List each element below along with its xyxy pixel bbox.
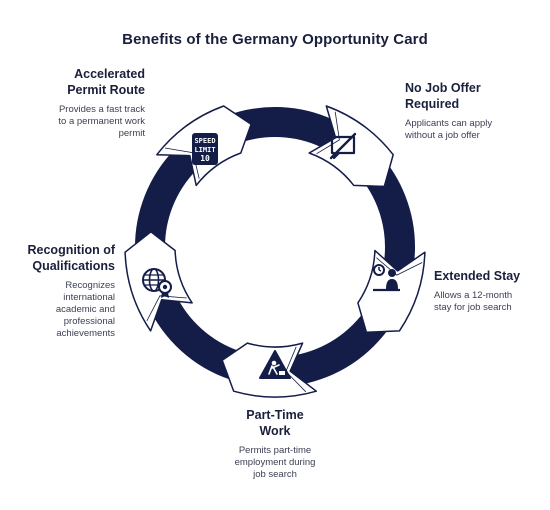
diagram-title: Benefits of the Germany Opportunity Card (122, 31, 428, 48)
speed-sign-line-1: SPEED (194, 137, 215, 145)
speed-sign-line-3: 10 (200, 154, 210, 163)
no-message-icon (329, 132, 357, 160)
benefit-description: Applicants can apply without a job offer (405, 118, 493, 141)
benefit-tab-fold-5 (146, 295, 187, 322)
benefit-description: Provides a fast track to a permanent wor… (58, 104, 145, 139)
globe-certificate-icon (142, 268, 172, 298)
benefit-extended-stay: Extended Stay Allows a 12-month stay for… (434, 268, 546, 314)
worker-warning-sign-icon (259, 350, 291, 379)
benefit-recognition-of-qualifications: Recognition of Qualifications Recognizes… (3, 242, 116, 340)
benefit-accelerated-permit-route: Accelerated Permit Route Provides a fast… (5, 66, 145, 140)
cycle-icons: SPEED LIMIT 10 (142, 132, 400, 379)
benefit-heading: No Job Offer Required (405, 81, 481, 111)
benefit-description: Permits part-time employment during job … (234, 445, 316, 480)
person-with-clock-icon (373, 264, 400, 292)
benefit-heading: Part-Time Work (246, 408, 304, 438)
benefit-description: Recognizes international academic and pr… (55, 280, 115, 339)
benefit-no-job-offer-required: No Job Offer Required Applicants can app… (405, 80, 545, 142)
benefit-tab-fold-2 (316, 111, 340, 155)
benefit-description: Allows a 12-month stay for job search (434, 290, 513, 313)
benefit-tab-2 (308, 105, 394, 188)
benefit-part-time-work: Part-Time Work Permits part-time employm… (195, 407, 355, 481)
benefit-heading: Extended Stay (434, 269, 521, 283)
benefit-heading: Accelerated Permit Route (67, 67, 145, 97)
speed-limit-sign-icon: SPEED LIMIT 10 (192, 133, 218, 165)
speed-sign-line-2: LIMIT (194, 146, 215, 154)
benefit-tab-fold-3 (376, 257, 423, 276)
benefit-heading: Recognition of Qualifications (27, 243, 116, 273)
